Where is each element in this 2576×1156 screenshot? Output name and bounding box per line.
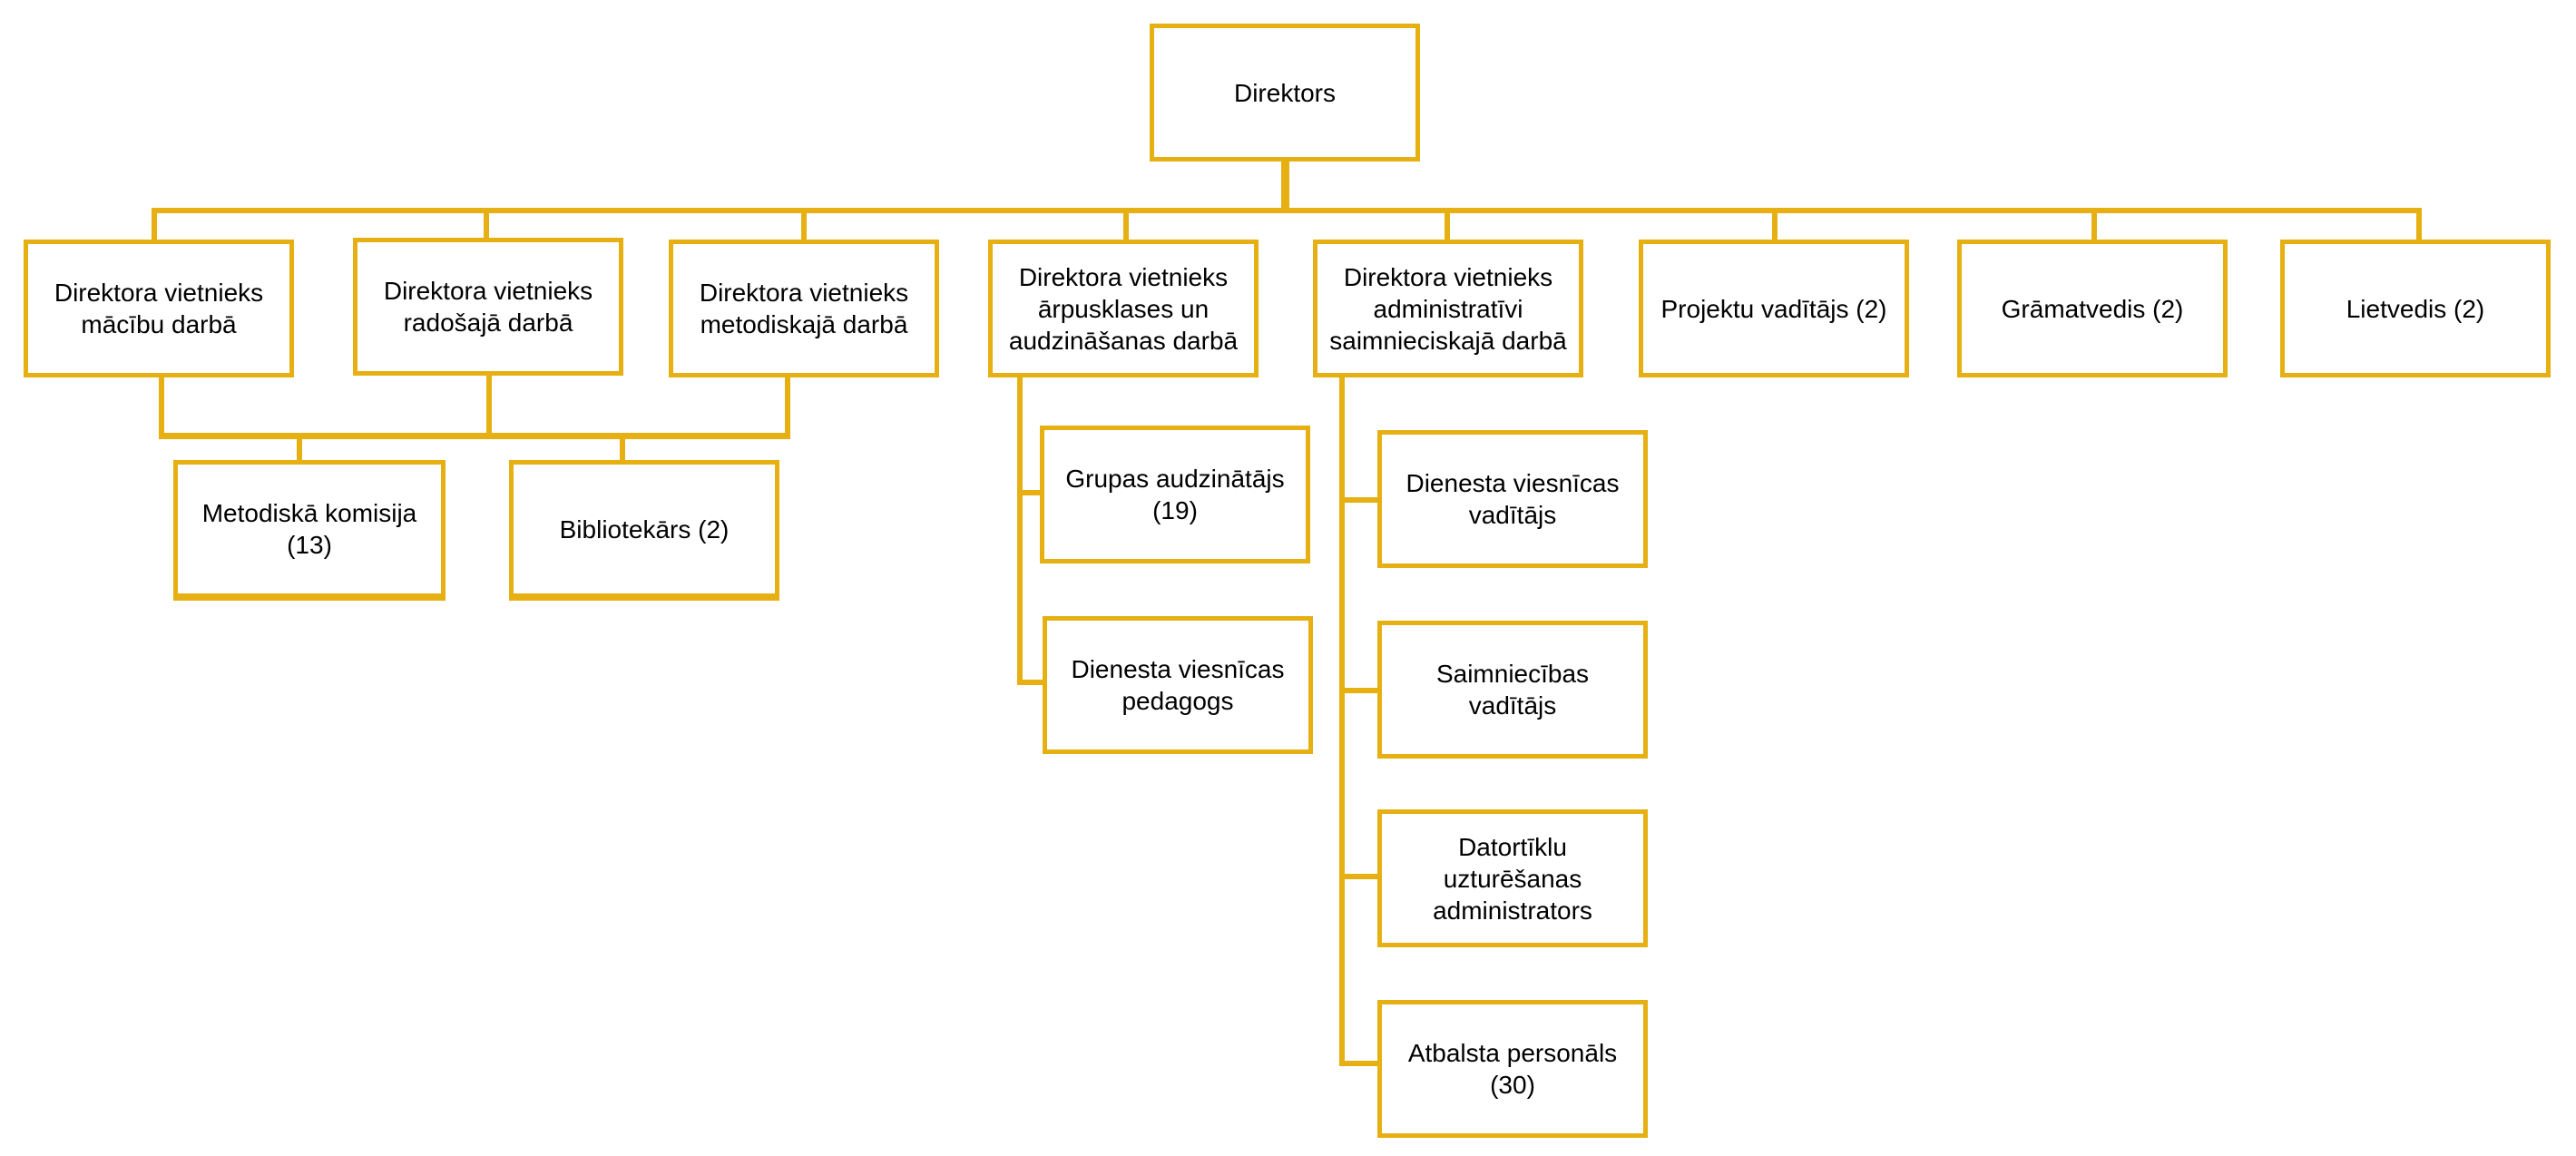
- label-clerk: Lietvedis (2): [2346, 294, 2485, 323]
- label-director: Direktors: [1233, 78, 1336, 107]
- label-household-manager: Saimniecības vadītājs: [1435, 660, 1590, 720]
- connector-to-network-admin: [1339, 874, 1378, 879]
- connector-to-librarian: [620, 433, 625, 463]
- connector-admin-vertical: [1339, 375, 1345, 1066]
- label-group-tutor: Grupas audzinātājs (19): [1065, 465, 1285, 524]
- box-clerk: Lietvedis (2): [2280, 240, 2551, 377]
- box-accountant: Grāmatvedis (2): [1957, 240, 2228, 377]
- box-deputy-admin: Direktora vietnieks administratīvi saimn…: [1313, 240, 1583, 377]
- label-accountant: Grāmatvedis (2): [2001, 294, 2184, 323]
- connector-to-deputy-admin: [1445, 208, 1450, 243]
- box-dorm-manager: Dienesta viesnīcas vadītājs: [1377, 430, 1648, 568]
- connector-deputy-creative-down: [486, 373, 492, 438]
- connector-to-group-tutor: [1017, 490, 1043, 495]
- connector-director-down: [1281, 160, 1289, 211]
- label-dorm-teacher: Dienesta viesnīcas pedagogs: [1071, 655, 1285, 715]
- box-deputy-creative: Direktora vietnieks radošajā darbā: [353, 238, 623, 376]
- connector-deputy-study-down: [159, 375, 164, 438]
- connector-deputy-methodical-down: [785, 375, 790, 438]
- box-household-manager: Saimniecības vadītājs: [1377, 621, 1648, 759]
- connector-to-dorm-manager: [1339, 497, 1378, 503]
- label-project-manager: Projektu vadītājs (2): [1660, 294, 1887, 323]
- connector-to-deputy-methodical: [801, 208, 807, 243]
- box-director: Direktors: [1150, 24, 1420, 162]
- connector-to-deputy-study: [152, 208, 157, 243]
- connector-to-household-manager: [1339, 688, 1378, 693]
- box-librarian: Bibliotekārs (2): [509, 460, 779, 601]
- label-network-admin: Datortīklu uzturēšanas administrators: [1433, 832, 1592, 925]
- connector-to-deputy-extracurricular: [1123, 208, 1129, 243]
- box-group-tutor: Grupas audzinātājs (19): [1040, 426, 1310, 563]
- box-network-admin: Datortīklu uzturēšanas administrators: [1377, 809, 1648, 947]
- label-deputy-extracurricular: Direktora vietnieks ārpusklases un audzi…: [1008, 262, 1239, 355]
- label-deputy-creative: Direktora vietnieks radošajā darbā: [383, 277, 593, 337]
- connector-to-commission: [297, 433, 302, 463]
- box-methodical-commission: Metodiskā komisija (13): [173, 460, 446, 601]
- connector-extracurricular-vertical: [1017, 375, 1023, 685]
- connector-to-clerk: [2416, 208, 2422, 243]
- box-project-manager: Projektu vadītājs (2): [1639, 240, 1909, 377]
- connector-to-deputy-creative: [484, 208, 489, 242]
- label-deputy-study: Direktora vietnieks mācību darbā: [54, 279, 264, 338]
- connector-top-horizontal: [152, 208, 2422, 213]
- label-deputy-methodical: Direktora vietnieks metodiskajā darbā: [699, 279, 909, 338]
- label-methodical-commission: Metodiskā komisija (13): [201, 499, 417, 559]
- label-librarian: Bibliotekārs (2): [559, 514, 730, 544]
- box-deputy-study: Direktora vietnieks mācību darbā: [24, 240, 294, 377]
- connector-to-accountant: [2091, 208, 2097, 243]
- connector-to-support-staff: [1339, 1061, 1378, 1066]
- box-dorm-teacher: Dienesta viesnīcas pedagogs: [1043, 616, 1313, 754]
- box-deputy-methodical: Direktora vietnieks metodiskajā darbā: [669, 240, 939, 377]
- box-support-staff: Atbalsta personāls (30): [1377, 1000, 1648, 1138]
- connector-to-dorm-teacher: [1017, 680, 1046, 685]
- connector-to-project-manager: [1772, 208, 1778, 243]
- label-support-staff: Atbalsta personāls (30): [1407, 1039, 1618, 1099]
- label-dorm-manager: Dienesta viesnīcas vadītājs: [1406, 469, 1620, 529]
- connector-bottom-horizontal-left: [159, 433, 790, 439]
- label-deputy-admin: Direktora vietnieks administratīvi saimn…: [1329, 262, 1567, 355]
- box-deputy-extracurricular: Direktora vietnieks ārpusklases un audzi…: [988, 240, 1259, 377]
